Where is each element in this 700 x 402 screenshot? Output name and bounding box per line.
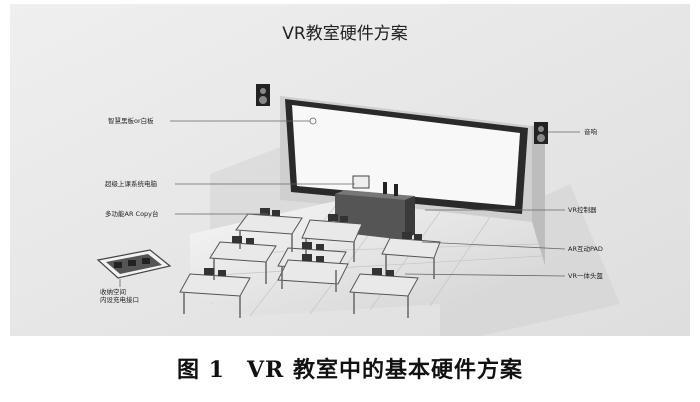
- charging-cart: [96, 249, 172, 279]
- speaker-left: [256, 84, 270, 106]
- figure-caption: 图 1 VR 教室中的基本硬件方案: [0, 352, 700, 384]
- label-vr-headset: VR一体头盔: [568, 271, 603, 280]
- student-desks: [179, 213, 441, 297]
- leader-lines: [119, 117, 580, 287]
- label-teacher-pc: 超级上课系统电脑: [105, 179, 158, 188]
- caption-text: VR 教室中的基本硬件方案: [246, 357, 523, 383]
- label-vr-controller: VR控制器: [568, 205, 597, 214]
- label-charging-cart: 收纳空间 内设充电接口: [100, 287, 139, 304]
- label-smart-board: 智慧黑板or白板: [108, 116, 154, 125]
- label-ar-copy: 多功能AR Copy台: [105, 209, 159, 218]
- vr-classroom-diagram: VR教室硬件方案: [10, 4, 690, 336]
- diagram-title: VR教室硬件方案: [282, 24, 407, 44]
- desk-devices: [204, 208, 422, 276]
- desk-legs: [183, 231, 435, 318]
- caption-figure-number: 图 1: [177, 357, 225, 383]
- smart-board-screen: [292, 105, 520, 206]
- label-charging-cart-line1: 收纳空间: [100, 287, 126, 296]
- label-charging-cart-line2: 内设充电接口: [100, 295, 139, 304]
- label-speaker: 音响: [584, 127, 598, 136]
- speaker-right: [534, 122, 548, 144]
- right-wall: [532, 124, 545, 266]
- label-ar-pad: AR互动PAD: [568, 245, 603, 253]
